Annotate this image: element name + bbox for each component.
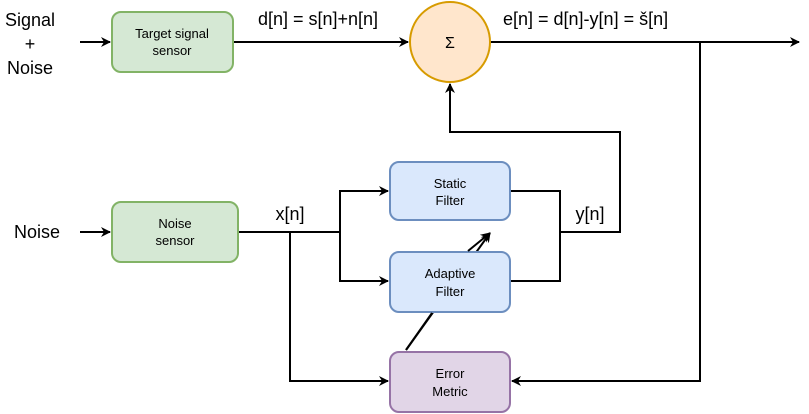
- noise-sensor-label-line2: sensor: [155, 233, 195, 248]
- arrow-x-to-adaptive-filter: [339, 232, 389, 286]
- adaptive-filter-label-line2: Filter: [436, 284, 466, 299]
- noise-input-label: Noise: [14, 222, 60, 242]
- static-filter-label-line1: Static: [434, 176, 467, 191]
- sigma-symbol: Σ: [445, 35, 455, 52]
- target-signal-sensor-block[interactable]: Target signal sensor: [111, 11, 234, 73]
- error-metric-label-line2: Metric: [432, 384, 468, 399]
- arrow-error-feedback: [511, 42, 701, 386]
- adaptation-line-lower: [405, 312, 433, 351]
- x-signal-label: x[n]: [275, 204, 304, 224]
- line-filter-sum: [510, 190, 561, 282]
- static-filter-label-line2: Filter: [436, 193, 466, 208]
- arrow-x-to-static-filter: [339, 186, 389, 232]
- adaptation-arrow-head: [467, 232, 491, 252]
- input-plus-label: +: [25, 34, 36, 54]
- y-signal-label: y[n]: [575, 204, 604, 224]
- d-signal-label: d[n] = s[n]+n[n]: [258, 9, 378, 29]
- arrow-y-to-sum: [445, 83, 621, 233]
- target-sensor-label-line2: sensor: [152, 43, 192, 58]
- target-sensor-label-line1: Target signal: [135, 26, 209, 41]
- noise-sensor-label-line1: Noise: [158, 216, 191, 231]
- input-signal-label: Signal: [5, 10, 55, 30]
- summing-junction[interactable]: Σ: [409, 1, 491, 83]
- input-noise-label: Noise: [7, 58, 53, 78]
- noise-sensor-block[interactable]: Noise sensor: [111, 201, 239, 263]
- error-metric-block[interactable]: Error Metric: [389, 351, 511, 413]
- adaptive-filter-block[interactable]: Adaptive Filter: [389, 251, 511, 313]
- e-signal-label: e[n] = d[n]-y[n] = š[n]: [503, 9, 668, 29]
- error-metric-label-line1: Error: [436, 366, 466, 381]
- static-filter-block[interactable]: Static Filter: [389, 161, 511, 221]
- arrow-x-to-error-metric: [289, 232, 389, 386]
- adaptive-filter-label-line1: Adaptive: [425, 266, 476, 281]
